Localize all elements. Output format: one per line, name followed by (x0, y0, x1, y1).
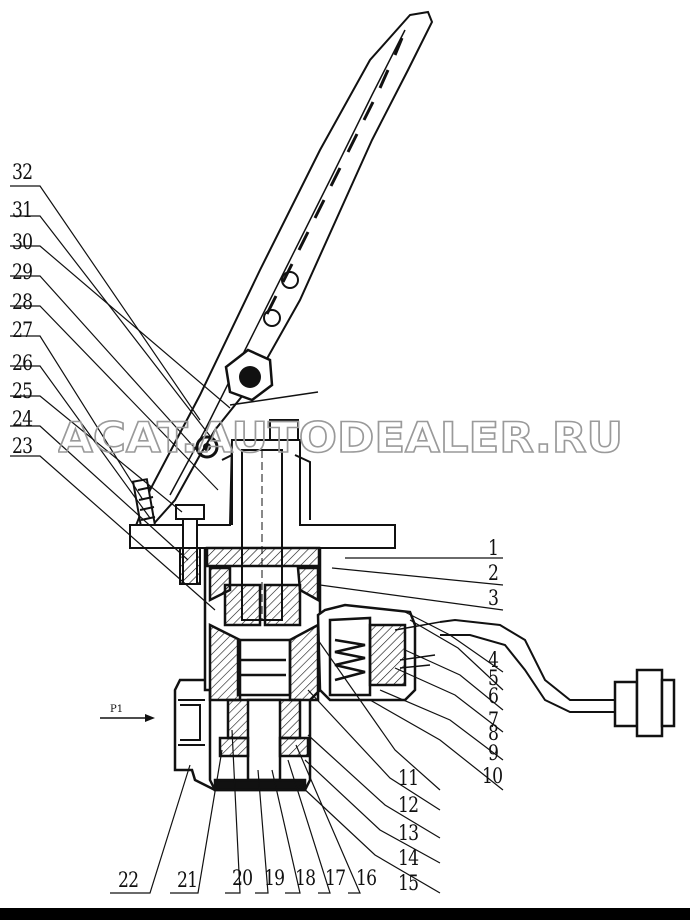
callout-19: 19 (264, 866, 285, 890)
callout-14: 14 (398, 846, 419, 870)
callout-18: 18 (295, 866, 316, 890)
pedal-hole-upper (281, 271, 299, 289)
callout-25: 25 (12, 379, 33, 403)
callout-1: 1 (488, 536, 499, 560)
callout-30: 30 (12, 230, 33, 254)
inlet-label: P1 (110, 704, 123, 715)
callout-10: 10 (482, 764, 503, 788)
watermark-text: ACAT.AUTODEALER.RU (58, 413, 623, 462)
callout-21: 21 (177, 868, 198, 892)
pedal-hole-lower (263, 309, 281, 327)
callout-12: 12 (398, 793, 419, 817)
callout-31: 31 (12, 198, 33, 222)
callout-32: 32 (12, 160, 33, 184)
inlet-port (178, 699, 205, 746)
electrical-connector (613, 668, 676, 738)
callout-24: 24 (12, 407, 33, 431)
callout-4: 4 (488, 648, 499, 672)
callout-2: 2 (488, 561, 499, 585)
callout-28: 28 (12, 290, 33, 314)
bottom-frame-border (0, 908, 690, 920)
callout-6: 6 (488, 684, 499, 708)
callout-9: 9 (488, 741, 499, 765)
watermark: ACAT.AUTODEALER.RU (58, 412, 624, 462)
callout-23: 23 (12, 434, 33, 458)
callout-29: 29 (12, 260, 33, 284)
leader-lines (10, 185, 504, 894)
callout-17: 17 (325, 866, 346, 890)
callout-13: 13 (398, 821, 419, 845)
callout-27: 27 (12, 318, 33, 342)
callout-22: 22 (118, 868, 139, 892)
mounting-bolt (175, 504, 205, 585)
wire-harness (439, 618, 615, 713)
brake-light-switch (316, 603, 441, 702)
pivot-pin (195, 435, 219, 459)
callout-15: 15 (398, 871, 419, 895)
callout-20: 20 (232, 866, 253, 890)
callout-7: 7 (488, 708, 499, 732)
callout-5: 5 (488, 666, 499, 690)
callout-3: 3 (488, 586, 499, 610)
callout-16: 16 (356, 866, 377, 890)
callout-8: 8 (488, 721, 499, 745)
callout-26: 26 (12, 351, 33, 375)
callout-11: 11 (398, 766, 419, 790)
